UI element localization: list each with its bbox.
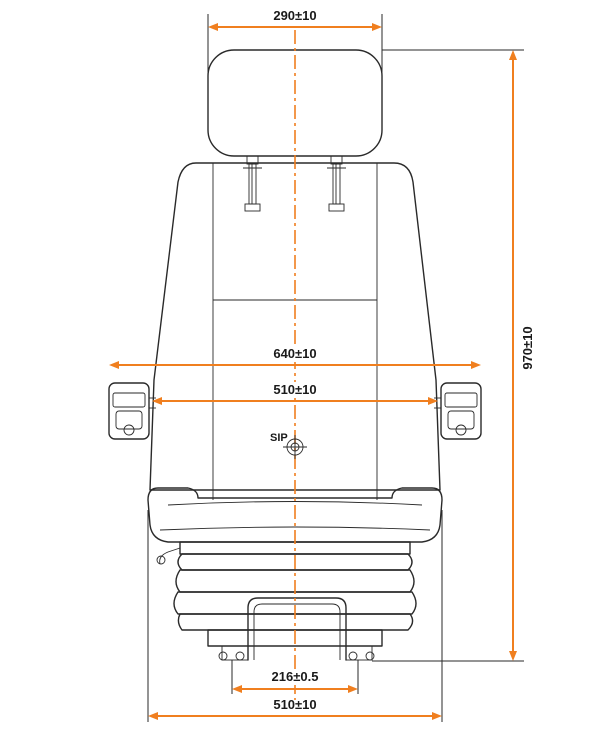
headrest-post-right bbox=[327, 155, 346, 212]
armrest-right bbox=[434, 382, 482, 440]
extension-lines bbox=[147, 14, 524, 722]
dimension-inner-width bbox=[152, 397, 438, 405]
dimension-armrest-span bbox=[109, 361, 481, 369]
base-width-label: 510±10 bbox=[273, 697, 316, 712]
overall-height-label: 970±10 bbox=[520, 326, 535, 369]
mount-foot-left bbox=[218, 645, 249, 661]
sip-marker: SIP bbox=[270, 432, 307, 459]
lift-handle bbox=[247, 597, 347, 661]
backrest bbox=[149, 162, 441, 491]
dimension-base-width bbox=[148, 712, 442, 720]
seat-cushion bbox=[147, 487, 443, 543]
armrest-left bbox=[108, 382, 156, 440]
suspension-bellows bbox=[173, 553, 417, 647]
armrest-span-label: 640±10 bbox=[273, 346, 316, 361]
sip-label: SIP bbox=[270, 432, 288, 444]
headrest-post-left bbox=[243, 155, 262, 212]
seat-outline bbox=[108, 49, 482, 661]
dimension-mount-spacing bbox=[232, 685, 358, 693]
mount-spacing-label: 216±0.5 bbox=[272, 669, 319, 684]
dimension-overall-height bbox=[509, 50, 517, 661]
headrest-width-label: 290±10 bbox=[273, 8, 316, 23]
inner-width-label: 510±10 bbox=[273, 382, 316, 397]
dimension-headrest-width bbox=[208, 23, 382, 31]
mount-foot-right bbox=[345, 645, 375, 661]
